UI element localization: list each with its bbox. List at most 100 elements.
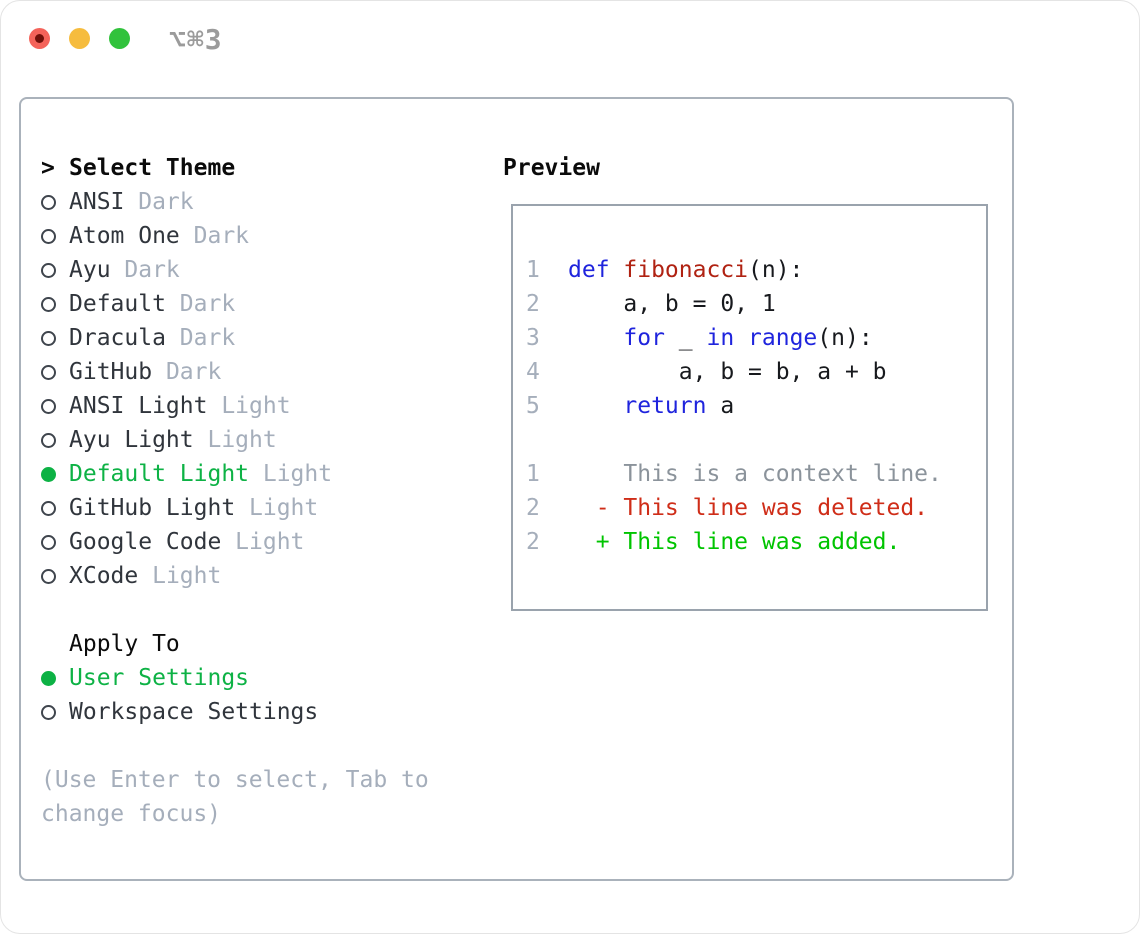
code-line: 4 a, b = b, a + b (526, 355, 942, 389)
marker-cell (41, 432, 69, 448)
theme-option-label: Atom One (69, 223, 180, 249)
apply-option-workspace-settings[interactable]: Workspace Settings (41, 695, 429, 729)
theme-variant-label: Light (207, 427, 277, 453)
theme-option-label: Default (69, 291, 166, 317)
apply-option-user-settings[interactable]: User Settings (41, 661, 429, 695)
line-number: 1 (526, 257, 540, 283)
hint-line: change focus) (41, 801, 222, 827)
radio-icon (41, 262, 56, 278)
code-segment: range (748, 325, 818, 351)
code-segment: for (623, 325, 665, 351)
theme-option-label: Ayu Light (69, 427, 194, 453)
radio-selected-icon (41, 466, 56, 482)
radio-icon (41, 330, 56, 346)
code-line: 2 + This line was added. (526, 525, 942, 559)
hint-line: (Use Enter to select, Tab to (41, 767, 429, 793)
theme-option-label: Google Code (69, 529, 222, 555)
code-segment: a, b = 0, 1 (568, 291, 776, 317)
radio-icon (41, 534, 56, 550)
marker-cell (41, 398, 69, 414)
code-segment: _ (664, 325, 707, 351)
theme-variant-label: Light (235, 529, 305, 555)
theme-option-label: XCode (69, 563, 139, 589)
marker-cell (41, 704, 69, 720)
theme-option-label: Ayu (69, 257, 111, 283)
code-segment: (n): (748, 257, 804, 283)
code-line: 1 def fibonacci(n): (526, 253, 942, 287)
code-line: 2 - This line was deleted. (526, 491, 942, 525)
diff-added-text: + This line was added. (568, 529, 901, 555)
theme-variant-label: Dark (165, 359, 222, 385)
blank-line (526, 423, 942, 457)
code-segment: (n): (817, 325, 873, 351)
code-segment: def (568, 257, 624, 283)
theme-option-github-light-light[interactable]: GitHub Light Light (41, 491, 429, 525)
marker-cell (41, 262, 69, 278)
theme-option-label: Dracula (69, 325, 166, 351)
theme-variant-label: Light (152, 563, 222, 589)
zoom-button[interactable] (109, 28, 130, 49)
theme-variant-label: Light (262, 461, 333, 487)
code-segment: return (623, 393, 707, 419)
radio-selected-icon (41, 670, 56, 686)
theme-option-atom-one-dark[interactable]: Atom One Dark (41, 219, 429, 253)
window-hotkey-label: ⌥⌘3 (169, 23, 223, 56)
radio-icon (41, 398, 56, 414)
theme-variant-label: Dark (179, 325, 236, 351)
close-button[interactable] (29, 28, 50, 49)
code-text: for _ in range(n): (568, 321, 873, 355)
code-segment: a (706, 393, 735, 419)
theme-option-xcode-light[interactable]: XCode Light (41, 559, 429, 593)
marker-cell (41, 364, 69, 380)
marker-cell (41, 534, 69, 550)
marker-cell (41, 466, 69, 482)
code-text: return a (568, 389, 734, 423)
spacer (41, 593, 429, 627)
diff-deleted-text: - This line was deleted. (568, 495, 929, 521)
marker-cell (41, 330, 69, 346)
prompt-symbol: > (41, 155, 55, 181)
theme-variant-label: Dark (193, 223, 250, 249)
code-segment (734, 325, 748, 351)
radio-icon (41, 568, 56, 584)
theme-option-label: ANSI (69, 189, 125, 215)
line-number: 2 (526, 291, 540, 317)
theme-option-google-code-light[interactable]: Google Code Light (41, 525, 429, 559)
spacer (41, 729, 429, 763)
minimize-button[interactable] (69, 28, 90, 49)
apply-option-label: User Settings (69, 665, 250, 691)
marker-cell (41, 296, 69, 312)
theme-option-dracula-dark[interactable]: Dracula Dark (41, 321, 429, 355)
marker-cell (41, 670, 69, 686)
line-number: 3 (526, 325, 540, 351)
code-segment: fibonacci (623, 257, 749, 283)
line-number: 2 (526, 495, 540, 521)
theme-option-ayu-dark[interactable]: Ayu Dark (41, 253, 429, 287)
apply-to-header: Apply To (41, 627, 429, 661)
code-text: a, b = b, a + b (568, 355, 887, 389)
theme-option-label: GitHub Light (69, 495, 236, 521)
code-segment (568, 325, 623, 351)
theme-option-ayu-light-light[interactable]: Ayu Light Light (41, 423, 429, 457)
radio-icon (41, 296, 56, 312)
theme-variant-label: Light (221, 393, 291, 419)
code-text: a, b = 0, 1 (568, 287, 776, 321)
code-segment: a, b = b, a + b (568, 359, 887, 385)
code-segment (568, 393, 623, 419)
apply-to-title: Apply To (69, 631, 180, 657)
line-number: 2 (526, 529, 540, 555)
line-number: 5 (526, 393, 540, 419)
theme-variant-label: Light (249, 495, 319, 521)
theme-variant-label: Dark (124, 257, 180, 283)
close-modified-dot-icon (35, 34, 44, 43)
